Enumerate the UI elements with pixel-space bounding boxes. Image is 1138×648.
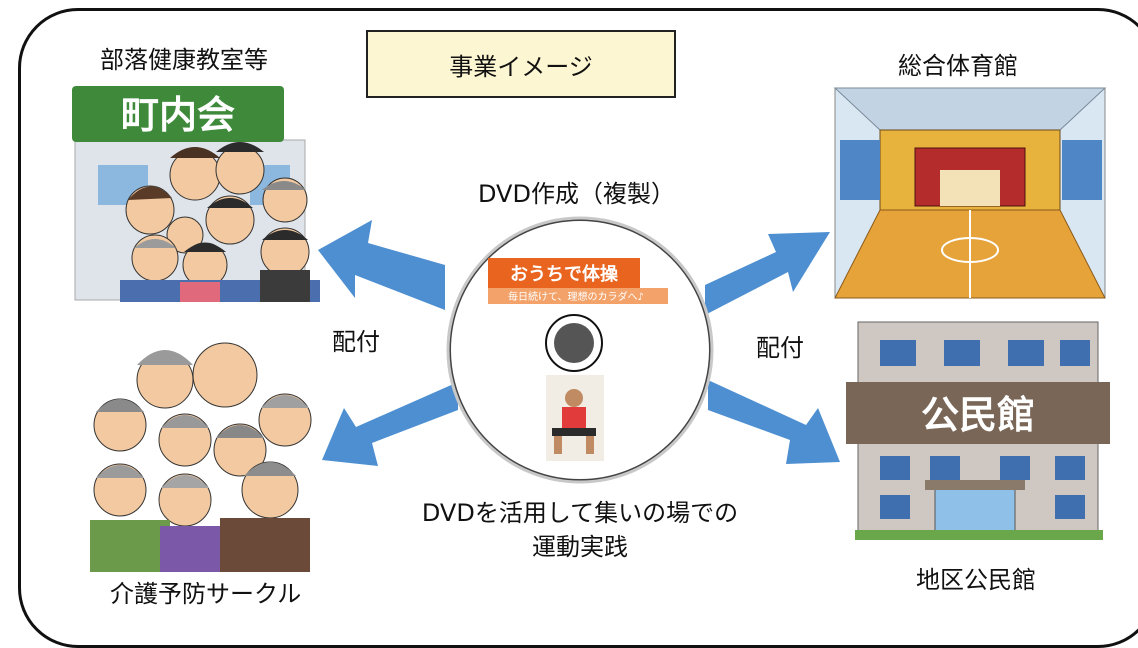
community-hall-illustration: 公民館 [846,321,1110,540]
arrow-to-elderly [322,382,458,466]
hall-sign [846,382,1110,444]
label-gymnasium: 総合体育館 [898,52,1018,80]
label-distribute-right: 配付 [756,334,804,362]
dvd-heading: DVD作成（複製） [478,180,675,208]
elderly-group-illustration [90,342,312,572]
title-text: 事業イメージ [449,52,593,81]
community-sign [72,86,284,142]
title-box: 事業イメージ [366,30,676,98]
caption: DVDを活用して集いの場での 運動実践 [395,496,765,564]
caption-line-1: DVDを活用して集いの場での [421,499,739,527]
arrow-to-hall [708,380,840,464]
dvd-disc: おうちで体操 毎日続けて、理想のカラダへ♪ [446,216,714,484]
disc-subtitle: 毎日続けて、理想のカラダへ♪ [508,290,644,303]
label-community-hall: 地区公民館 [916,566,1036,594]
disc-banner [488,258,640,288]
disc-title: おうちで体操 [510,263,619,285]
label-community-class: 部落健康教室等 [100,46,268,74]
gymnasium-illustration [833,87,1107,299]
label-care-prevention-circle: 介護予防サークル [110,580,302,608]
crowd-people [120,142,320,302]
arrow-to-community [318,220,445,310]
community-sign-text: 町内会 [121,93,235,137]
arrow-to-gym [705,232,830,315]
caption-line-2: 運動実践 [532,533,628,561]
diagram-canvas: 町内会 [72,86,1110,572]
label-distribute-left: 配付 [332,328,380,356]
community-illustration: 町内会 [72,86,320,302]
hall-sign-text: 公民館 [921,393,1035,437]
